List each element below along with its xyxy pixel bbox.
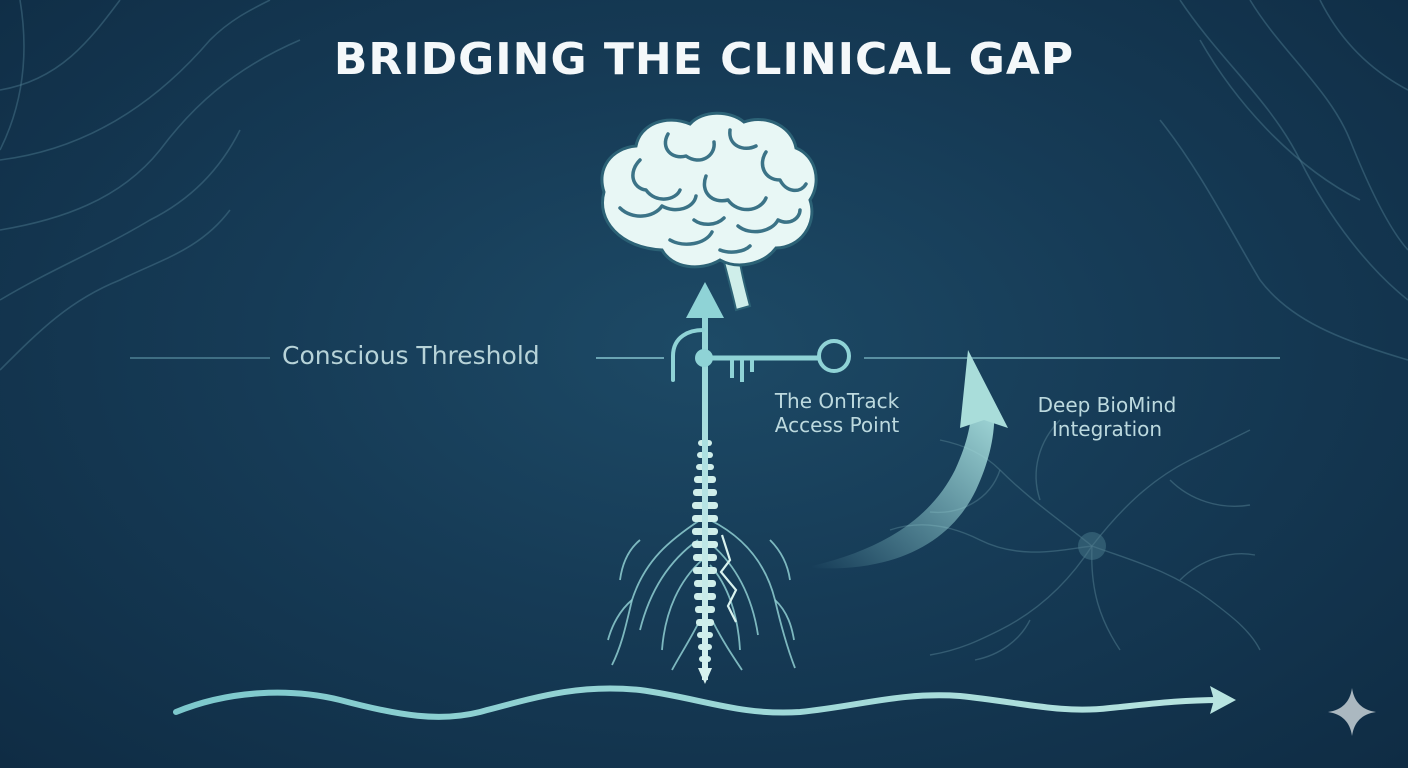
sparkle-icon: [1328, 688, 1376, 736]
spine-icon: [607, 300, 796, 684]
access-point-label-line1: The OnTrack: [774, 389, 900, 413]
background-veins-left: [0, 0, 301, 371]
key-icon: [671, 328, 851, 382]
deep-integration-label: Deep BioMind Integration: [1012, 393, 1202, 441]
deep-integration-label-line1: Deep BioMind: [1037, 393, 1177, 417]
up-arrow: [686, 282, 724, 318]
deep-integration-label-line2: Integration: [1051, 417, 1163, 441]
access-point-label-line2: Access Point: [774, 413, 900, 437]
page-title: BRIDGING THE CLINICAL GAP: [333, 34, 1075, 85]
timeline-wave-arrow: [173, 685, 1236, 720]
brain-icon: [600, 111, 818, 312]
background-veins-right: [1159, 0, 1408, 361]
access-point-label: The OnTrack Access Point: [752, 389, 922, 437]
neuron-icon: [889, 419, 1261, 661]
conscious-threshold-label: Conscious Threshold: [282, 341, 540, 370]
integration-arrow: [812, 350, 1008, 569]
